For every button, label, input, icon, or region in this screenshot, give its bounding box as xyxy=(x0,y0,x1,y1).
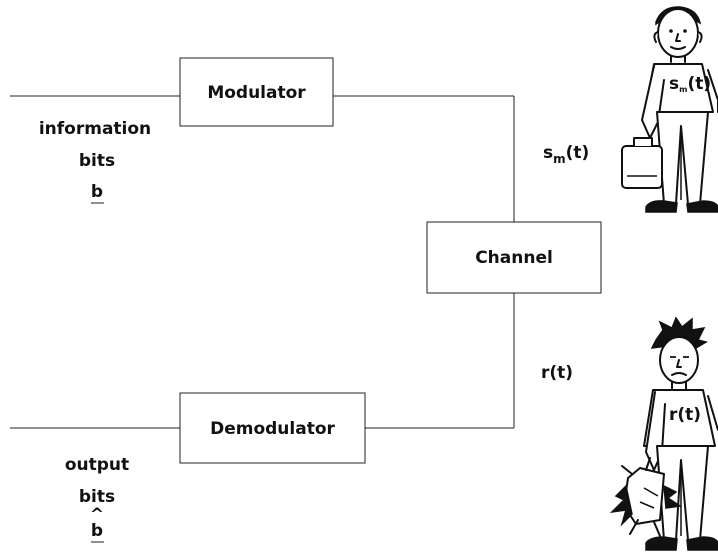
clean-shirt-base: s xyxy=(669,74,679,94)
noisy-signal-person: r(t) xyxy=(609,316,718,551)
demodulator-block xyxy=(179,392,366,464)
input-bits-symbol: b xyxy=(91,182,103,202)
clean-shirt-label: sm(t) xyxy=(669,74,711,94)
clean-shirt-arg: (t) xyxy=(687,74,711,94)
clean-shirt-subscript: m xyxy=(679,85,687,94)
clean-signal-person: sm(t) xyxy=(621,6,718,213)
output-label-line1: output xyxy=(65,455,129,475)
input-label-line2: bits xyxy=(79,151,115,171)
channel-block xyxy=(426,221,602,294)
noisy-shirt-label: r(t) xyxy=(669,405,701,425)
output-bits-symbol: b xyxy=(91,521,103,541)
output-bits-hat: ^ xyxy=(90,505,104,525)
modulator-label: Modulator xyxy=(207,83,306,103)
output-label-line2: bits xyxy=(79,487,115,507)
transmitted-signal-subscript: m xyxy=(553,152,566,166)
channel-label: Channel xyxy=(475,248,553,268)
received-signal-label: r(t) xyxy=(541,363,573,383)
modulator-block xyxy=(179,57,334,127)
demodulator-label: Demodulator xyxy=(210,419,335,439)
transmitted-signal-arg: (t) xyxy=(566,143,590,163)
transmitted-signal-label: sm(t) xyxy=(543,143,589,166)
transmitted-signal-base: s xyxy=(543,143,553,163)
input-label-line1: information xyxy=(39,119,151,139)
